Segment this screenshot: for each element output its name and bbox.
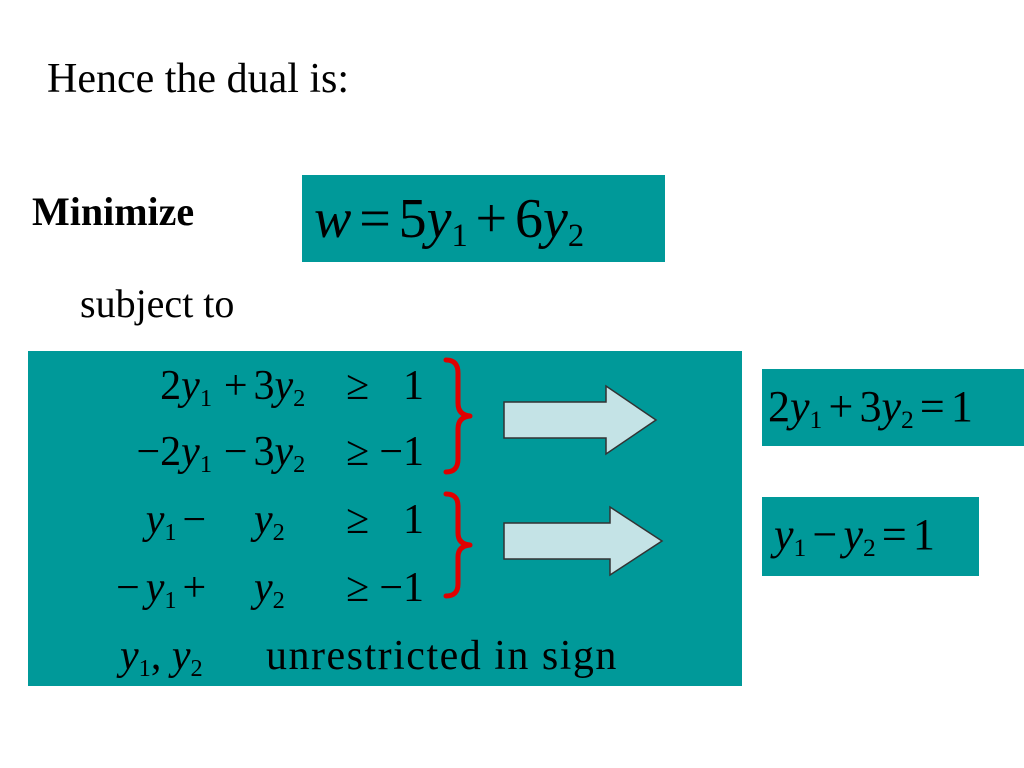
minimize-label: Minimize [32, 189, 195, 234]
constraint-term-2: y2 [254, 497, 285, 546]
brace-icon [443, 357, 473, 475]
result-box-1: 2y1+3y2=1 [762, 369, 1024, 446]
constraint-term-1: −y1+ [116, 565, 207, 614]
result-box-2: y1−y2=1 [762, 497, 979, 576]
objective-function: w=5y1+6y2 [314, 188, 585, 255]
brace-icon [443, 491, 473, 599]
constraints-box: 2y1 +3y2 ≥ 1 −2y1 −3y2 ≥ −1 y1− y2 ≥ 1 −… [28, 351, 742, 686]
constraint-rhs: −1 [379, 565, 424, 611]
subject-to-label: subject to [80, 281, 235, 326]
right-arrow-icon [503, 505, 664, 577]
constraint-relation: ≥ [346, 565, 370, 611]
constraint-term-1: −2y1 [136, 429, 212, 478]
constraint-term-1: y1− [145, 497, 207, 546]
constraint-relation: ≥ [346, 363, 370, 409]
constraint-relation: ≥ [346, 429, 370, 475]
constraint-term-2: −3y2 [223, 429, 306, 478]
right-arrow-icon [503, 384, 658, 456]
constraint-term-2: y2 [254, 565, 285, 614]
page-heading: Hence the dual is: [47, 56, 350, 102]
objective-box: w=5y1+6y2 [302, 175, 665, 262]
constraint-rhs: 1 [403, 363, 424, 409]
result-equation-1: 2y1+3y2=1 [768, 382, 973, 435]
result-equation-2: y1−y2=1 [774, 510, 935, 563]
constraint-relation: ≥ [346, 497, 370, 543]
constraint-rhs: 1 [403, 497, 424, 543]
constraint-term-2: +3y2 [223, 363, 306, 412]
constraint-rhs: −1 [379, 429, 424, 475]
constraint-term-1: 2y1 [160, 363, 212, 412]
sign-restriction-vars: y1, y2 [120, 633, 203, 682]
sign-restriction-text: unrestricted in sign [266, 633, 618, 679]
